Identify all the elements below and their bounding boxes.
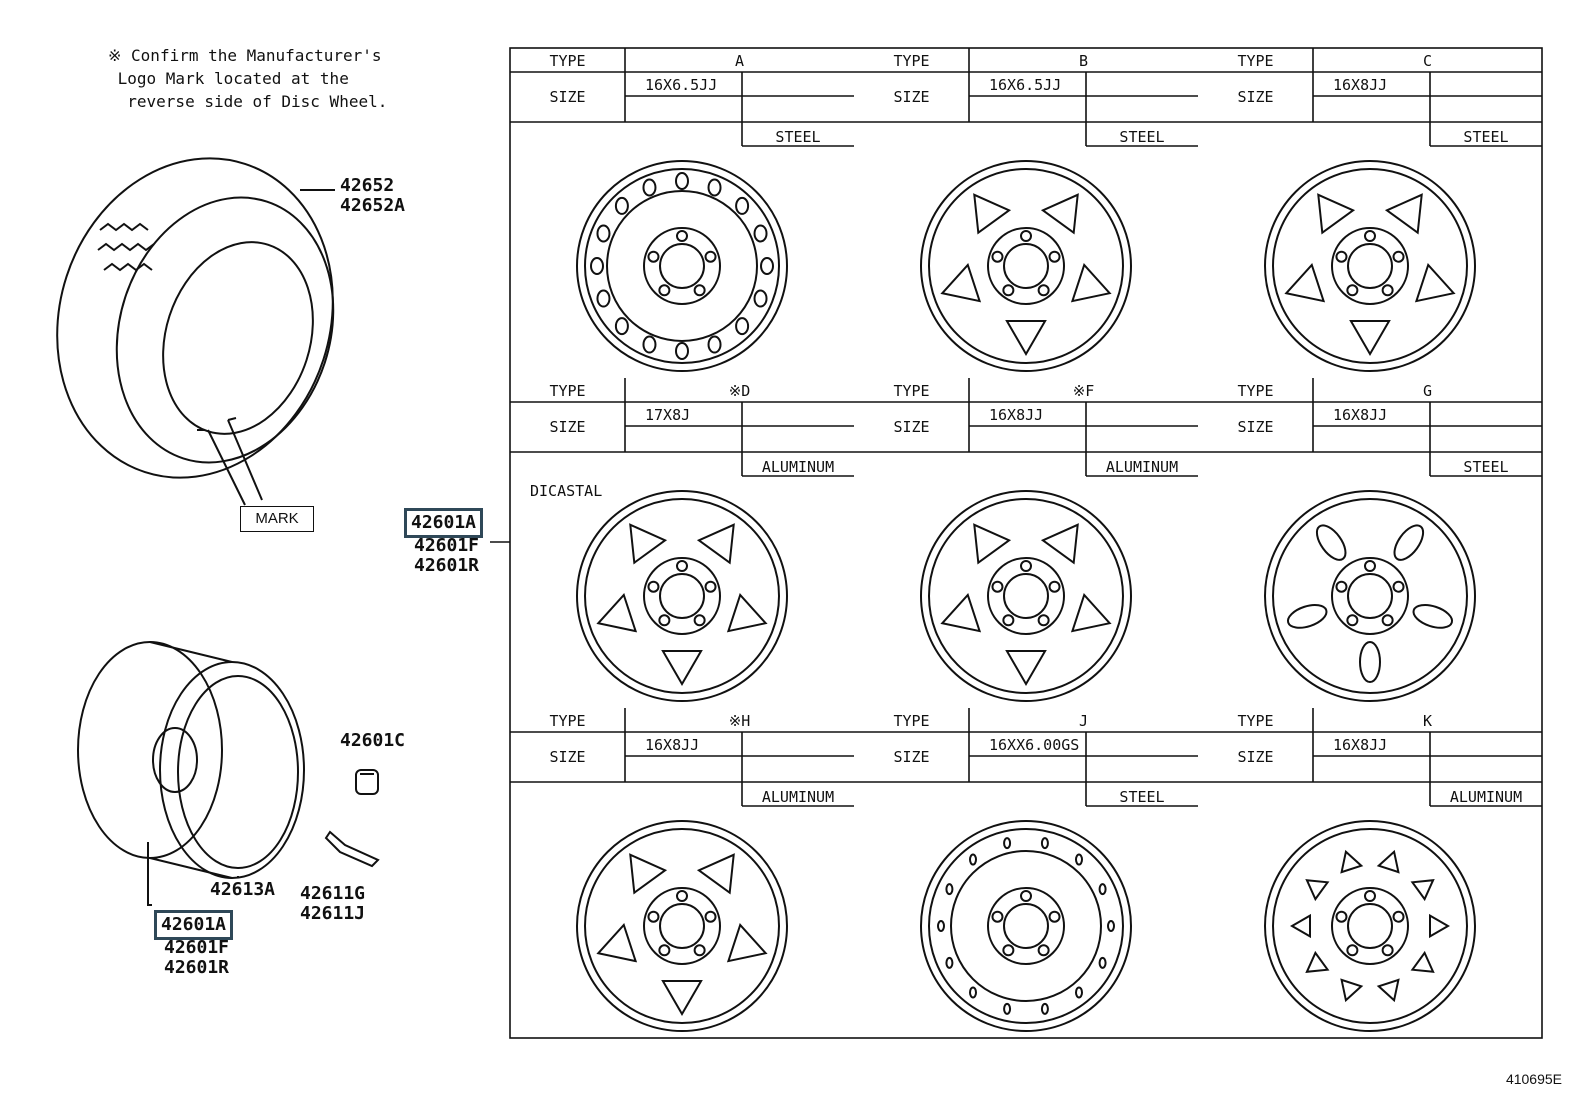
wheel-material-5: STEEL bbox=[1463, 458, 1509, 476]
type-label: TYPE bbox=[549, 382, 586, 400]
size-label: SIZE bbox=[1237, 418, 1274, 436]
wheel-material-6: ALUMINUM bbox=[761, 788, 835, 806]
wheel-type-2: C bbox=[1422, 52, 1433, 70]
size-label: SIZE bbox=[549, 88, 586, 106]
wheel-type-7: J bbox=[1078, 712, 1089, 730]
type-label: TYPE bbox=[549, 52, 586, 70]
wheel-material-7: STEEL bbox=[1119, 788, 1165, 806]
wheel-size-4: 16X8JJ bbox=[989, 406, 1044, 424]
size-label: SIZE bbox=[893, 418, 930, 436]
wheel-type-1: B bbox=[1078, 52, 1089, 70]
wheel-drawing-3 bbox=[576, 490, 788, 702]
part-number-tire-alt[interactable]: 42652A bbox=[340, 195, 406, 216]
wheel-size-1: 16X6.5JJ bbox=[989, 76, 1062, 94]
wheel-size-3: 17X8J bbox=[645, 406, 691, 424]
wheel-material-2: STEEL bbox=[1463, 128, 1509, 146]
wheel-type-6: ※H bbox=[728, 712, 751, 730]
valve-parts-illustration bbox=[324, 769, 380, 868]
part-number-lower-wheel-r[interactable]: 42601R bbox=[164, 957, 230, 978]
manufacturer-logo-note: ※ Confirm the Manufacturer's Logo Mark l… bbox=[108, 46, 388, 111]
type-label: TYPE bbox=[549, 712, 586, 730]
mark-label: MARK bbox=[240, 506, 314, 532]
type-label: TYPE bbox=[893, 382, 930, 400]
wheel-type-0: A bbox=[734, 52, 745, 70]
wheel-drawing-4 bbox=[920, 490, 1132, 702]
diagram-code: 410695E bbox=[1505, 1071, 1562, 1087]
wheel-type-5: G bbox=[1422, 382, 1433, 400]
wheel-size-6: 16X8JJ bbox=[645, 736, 700, 754]
part-number-lower-wheel-highlight[interactable]: 42601A bbox=[154, 910, 234, 940]
type-label: TYPE bbox=[893, 712, 930, 730]
wheel-assembly-illustration bbox=[77, 641, 305, 906]
type-label: TYPE bbox=[1237, 712, 1274, 730]
part-number-valve-cap[interactable]: 42601C bbox=[340, 730, 406, 751]
wheel-size-7: 16XX6.00GS bbox=[989, 736, 1080, 754]
wheel-material-8: ALUMINUM bbox=[1449, 788, 1523, 806]
part-number-wheel-highlight[interactable]: 42601A bbox=[404, 508, 484, 538]
part-number-tire[interactable]: 42652 bbox=[340, 175, 395, 196]
type-label: TYPE bbox=[1237, 52, 1274, 70]
size-label: SIZE bbox=[549, 748, 586, 766]
wheel-drawing-5 bbox=[1264, 490, 1476, 702]
wheel-table-border bbox=[509, 47, 1543, 1039]
wheel-drawing-6 bbox=[576, 820, 788, 1032]
wheel-maker-3: DICASTAL bbox=[530, 482, 603, 500]
wheel-size-5: 16X8JJ bbox=[1333, 406, 1388, 424]
size-label: SIZE bbox=[1237, 748, 1274, 766]
wheel-drawing-2 bbox=[1264, 160, 1476, 372]
part-number-wheel-f[interactable]: 42601F bbox=[414, 535, 480, 556]
part-number-valve-stem-g[interactable]: 42611G bbox=[300, 883, 366, 904]
wheel-material-0: STEEL bbox=[775, 128, 821, 146]
wheel-type-4: ※F bbox=[1072, 382, 1095, 400]
wheel-drawing-8 bbox=[1264, 820, 1476, 1032]
wheel-table-grid bbox=[509, 47, 1543, 1039]
wheel-material-4: ALUMINUM bbox=[1105, 458, 1179, 476]
part-number-lower-wheel-f[interactable]: 42601F bbox=[164, 937, 230, 958]
wheel-material-1: STEEL bbox=[1119, 128, 1165, 146]
wheel-size-0: 16X6.5JJ bbox=[645, 76, 718, 94]
wheel-size-2: 16X8JJ bbox=[1333, 76, 1388, 94]
size-label: SIZE bbox=[1237, 88, 1274, 106]
part-number-valve-stem-j[interactable]: 42611J bbox=[300, 903, 366, 924]
part-number-rim-band[interactable]: 42613A bbox=[210, 879, 276, 900]
wheel-drawing-1 bbox=[920, 160, 1132, 372]
wheel-material-3: ALUMINUM bbox=[761, 458, 835, 476]
size-label: SIZE bbox=[893, 88, 930, 106]
wheel-type-3: ※D bbox=[728, 382, 751, 400]
type-label: TYPE bbox=[1237, 382, 1274, 400]
size-label: SIZE bbox=[893, 748, 930, 766]
wheel-drawing-7 bbox=[920, 820, 1132, 1032]
type-label: TYPE bbox=[893, 52, 930, 70]
tire-illustration bbox=[56, 157, 335, 506]
wheel-size-8: 16X8JJ bbox=[1333, 736, 1388, 754]
part-number-wheel-r[interactable]: 42601R bbox=[414, 555, 480, 576]
wheel-drawing-0 bbox=[576, 160, 788, 372]
wheel-type-8: K bbox=[1422, 712, 1433, 730]
size-label: SIZE bbox=[549, 418, 586, 436]
